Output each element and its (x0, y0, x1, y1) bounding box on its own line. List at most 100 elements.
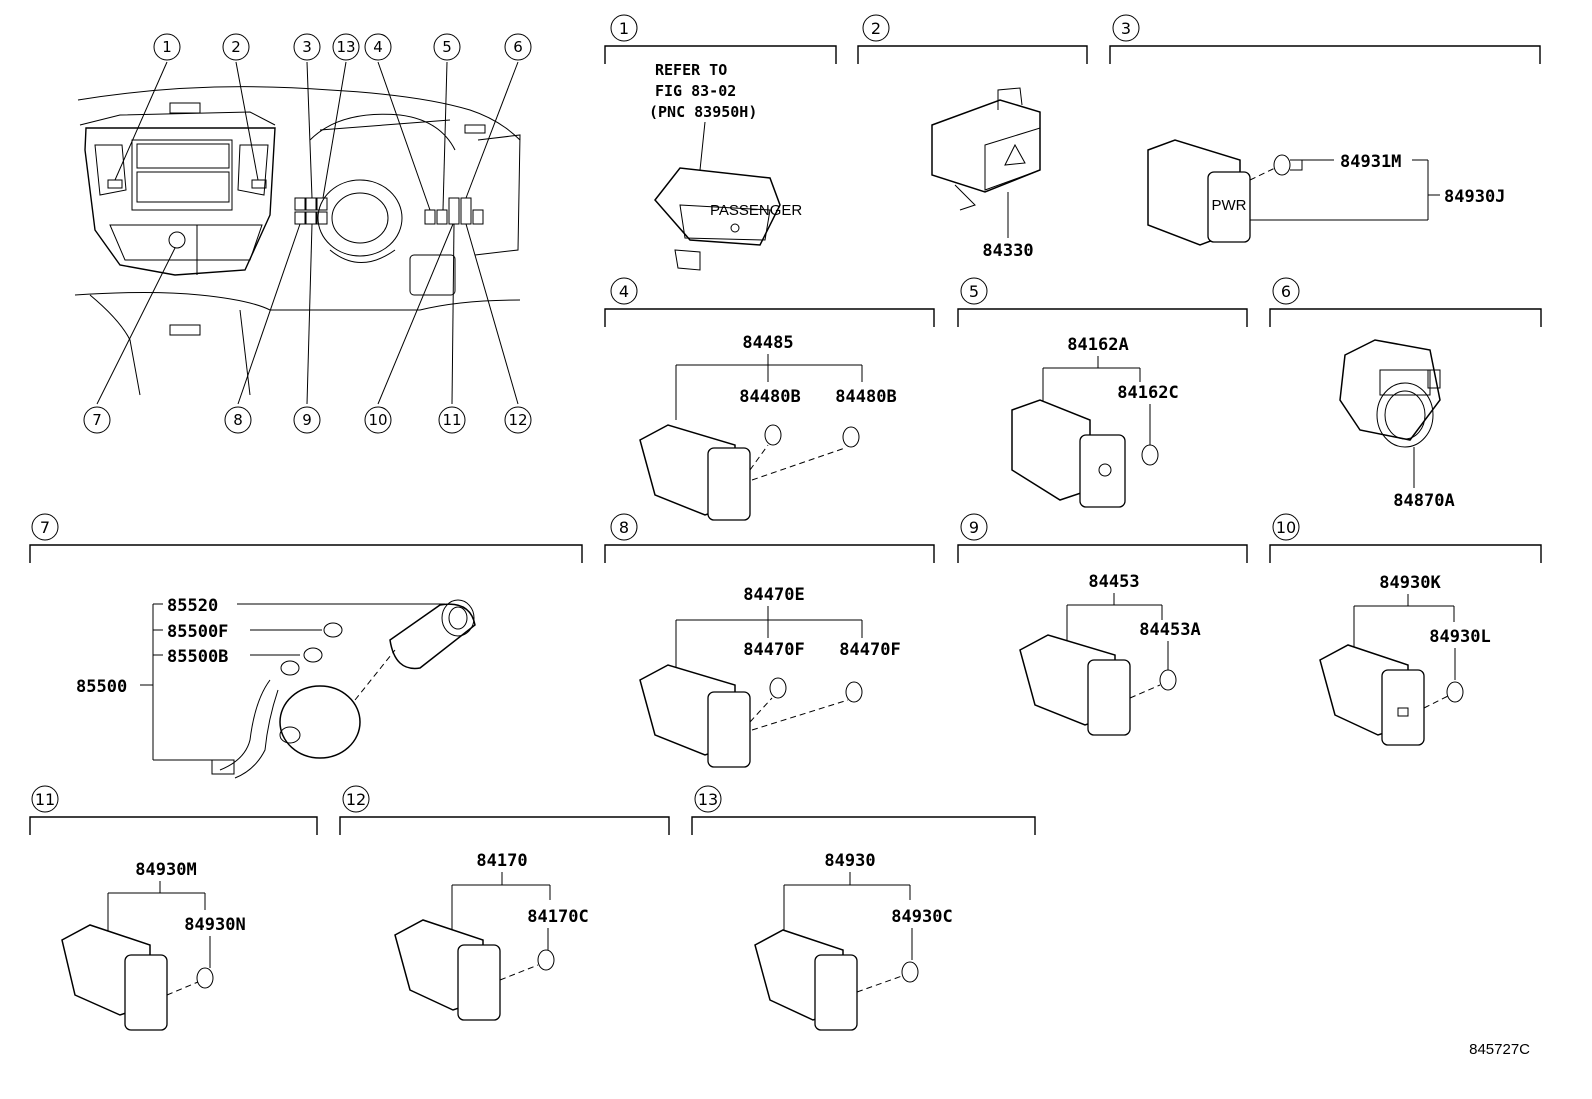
overview-callout-3: 3 (293, 33, 321, 61)
svg-text:5: 5 (442, 38, 452, 56)
section-10: 10 84930K 84930L (1269, 513, 1542, 746)
switch-part-4 (639, 424, 751, 521)
switch-part-1: PASSENGER (654, 167, 802, 271)
svg-text:2: 2 (231, 38, 241, 56)
svg-text:12: 12 (346, 790, 366, 809)
part-84162c: 84162C (1117, 383, 1178, 403)
svg-text:4: 4 (619, 282, 629, 301)
switch-part-10 (1319, 644, 1425, 746)
switch-part-9 (1019, 634, 1131, 736)
hazard-switch-part (931, 87, 1041, 211)
cigarette-lighter-location (168, 231, 186, 249)
svg-text:11: 11 (35, 790, 55, 809)
svg-text:9: 9 (969, 518, 979, 537)
section-7: 7 85520 85500F 85500B 85500 (29, 513, 583, 779)
svg-text:PASSENGER: PASSENGER (710, 202, 802, 219)
svg-text:10: 10 (368, 411, 387, 429)
overview-callout-5: 5 (433, 33, 461, 61)
part-85500: 85500 (76, 677, 127, 697)
switch-part-13 (754, 929, 858, 1031)
mirror-switch-part (1339, 339, 1441, 448)
part-84162a: 84162A (1067, 335, 1128, 355)
overview-callout-11: 11 (438, 406, 466, 434)
section-9: 9 84453 84453A (957, 513, 1248, 736)
part-84453: 84453 (1088, 572, 1139, 592)
section-3: 3 PWR 84931M 84930J (1109, 14, 1541, 246)
svg-text:4: 4 (373, 38, 383, 56)
svg-text:6: 6 (1281, 282, 1291, 301)
fog-switch-part (1011, 399, 1126, 508)
switch-part-11 (61, 924, 168, 1031)
refer-to-line: REFER TO (655, 61, 727, 79)
part-84453a: 84453A (1139, 620, 1200, 640)
svg-text:8: 8 (619, 518, 629, 537)
dashboard-overview: 1 2 3 13 4 5 6 7 8 9 10 11 12 (74, 33, 532, 434)
part-84930n: 84930N (184, 915, 245, 935)
overview-callout-7: 7 (83, 406, 111, 434)
part-84870a: 84870A (1393, 491, 1454, 511)
section-1: 1 REFER TO FIG 83-02 (PNC 83950H) PASSEN… (604, 14, 837, 271)
part-84930l: 84930L (1429, 627, 1490, 647)
svg-text:9: 9 (302, 411, 312, 429)
svg-text:3: 3 (302, 38, 312, 56)
svg-text:7: 7 (40, 518, 50, 537)
part-84330: 84330 (982, 241, 1033, 261)
svg-text:6: 6 (513, 38, 523, 56)
svg-text:10: 10 (1276, 518, 1296, 537)
svg-text:5: 5 (969, 282, 979, 301)
part-84931m: 84931M (1340, 152, 1401, 172)
drawing-code: 845727C (1469, 1041, 1530, 1058)
overview-callout-13: 13 (332, 33, 360, 61)
overview-callout-8: 8 (224, 406, 252, 434)
section-5: 5 84162A 84162C (957, 277, 1248, 508)
overview-callout-10: 10 (364, 406, 392, 434)
switch-part-8 (639, 664, 751, 768)
svg-text:12: 12 (508, 411, 527, 429)
part-84930j: 84930J (1444, 187, 1505, 207)
svg-text:PWR: PWR (1212, 197, 1247, 214)
part-84930: 84930 (824, 851, 875, 871)
part-84470e: 84470E (743, 585, 804, 605)
part-84470f-2: 84470F (839, 640, 900, 660)
part-84480b-1: 84480B (739, 387, 800, 407)
section-11: 11 84930M 84930N (29, 785, 318, 1031)
part-84485: 84485 (742, 333, 793, 353)
part-84170c: 84170C (527, 907, 588, 927)
overview-callout-9: 9 (293, 406, 321, 434)
part-84930c: 84930C (891, 907, 952, 927)
part-84470f-1: 84470F (743, 640, 804, 660)
section-2: 2 84330 (857, 14, 1088, 261)
part-84480b-2: 84480B (835, 387, 896, 407)
clip-part-3 (1273, 154, 1303, 176)
switch-part-12 (394, 919, 501, 1021)
part-85500b: 85500B (167, 647, 228, 667)
svg-text:13: 13 (336, 38, 355, 56)
section-8: 8 84470E 84470F 84470F (604, 513, 935, 768)
section-12: 12 84170 84170C (339, 785, 670, 1021)
svg-text:2: 2 (871, 19, 881, 38)
hazard-triangle-icon (1004, 143, 1026, 166)
overview-callout-12: 12 (504, 406, 532, 434)
part-84170: 84170 (476, 851, 527, 871)
refer-pnc-line: (PNC 83950H) (649, 103, 757, 121)
overview-callout-6: 6 (504, 33, 532, 61)
part-84930k: 84930K (1379, 573, 1441, 593)
svg-text:11: 11 (442, 411, 461, 429)
switch-part-3: PWR (1147, 139, 1251, 246)
part-85500f: 85500F (167, 622, 228, 642)
svg-text:8: 8 (233, 411, 243, 429)
part-84930m: 84930M (135, 860, 196, 880)
overview-switch-cluster-right (424, 197, 484, 225)
overview-callout-2: 2 (222, 33, 250, 61)
svg-text:1: 1 (162, 38, 172, 56)
svg-text:13: 13 (698, 790, 718, 809)
section-6: 6 84870A (1269, 277, 1542, 511)
cigarette-lighter-part (211, 599, 476, 779)
part-85520: 85520 (167, 596, 218, 616)
section-4: 4 84485 84480B 84480B (604, 277, 935, 521)
refer-fig-line: FIG 83-02 (655, 82, 736, 100)
svg-text:3: 3 (1121, 19, 1131, 38)
fog-light-icon (1098, 463, 1112, 477)
overview-callout-1: 1 (153, 33, 181, 61)
